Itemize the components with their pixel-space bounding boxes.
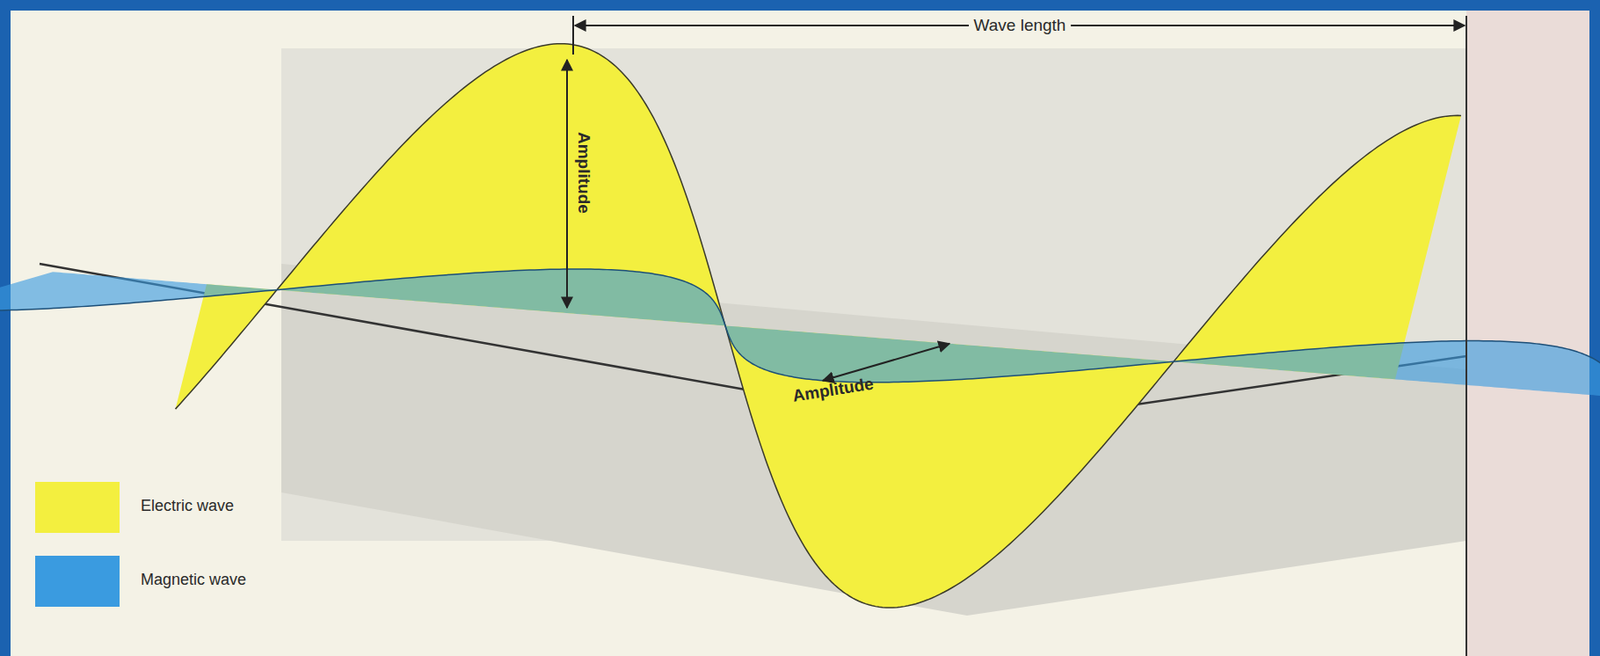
wavelength-label: Wave length bbox=[968, 15, 1072, 36]
electric-wave-curve bbox=[175, 43, 1462, 608]
wavelength-tick bbox=[572, 15, 575, 55]
magnetic-wave-curve bbox=[0, 269, 1600, 393]
magnetic-amplitude-arrow bbox=[822, 343, 950, 381]
legend-text: Magnetic wave bbox=[140, 570, 247, 590]
electric-wave-fill bbox=[175, 43, 1462, 608]
amplitude-label: Amplitude bbox=[574, 131, 594, 214]
wavelength-tick bbox=[1465, 15, 1468, 656]
magnetic-wave-fill bbox=[0, 269, 1600, 397]
legend-text: Electric wave bbox=[140, 496, 234, 516]
legend-swatch bbox=[35, 555, 120, 607]
legend-swatch bbox=[35, 481, 120, 533]
wave-group bbox=[0, 15, 1600, 656]
page-edge-shade bbox=[1466, 10, 1590, 656]
electric-amplitude-arrow bbox=[566, 59, 568, 308]
